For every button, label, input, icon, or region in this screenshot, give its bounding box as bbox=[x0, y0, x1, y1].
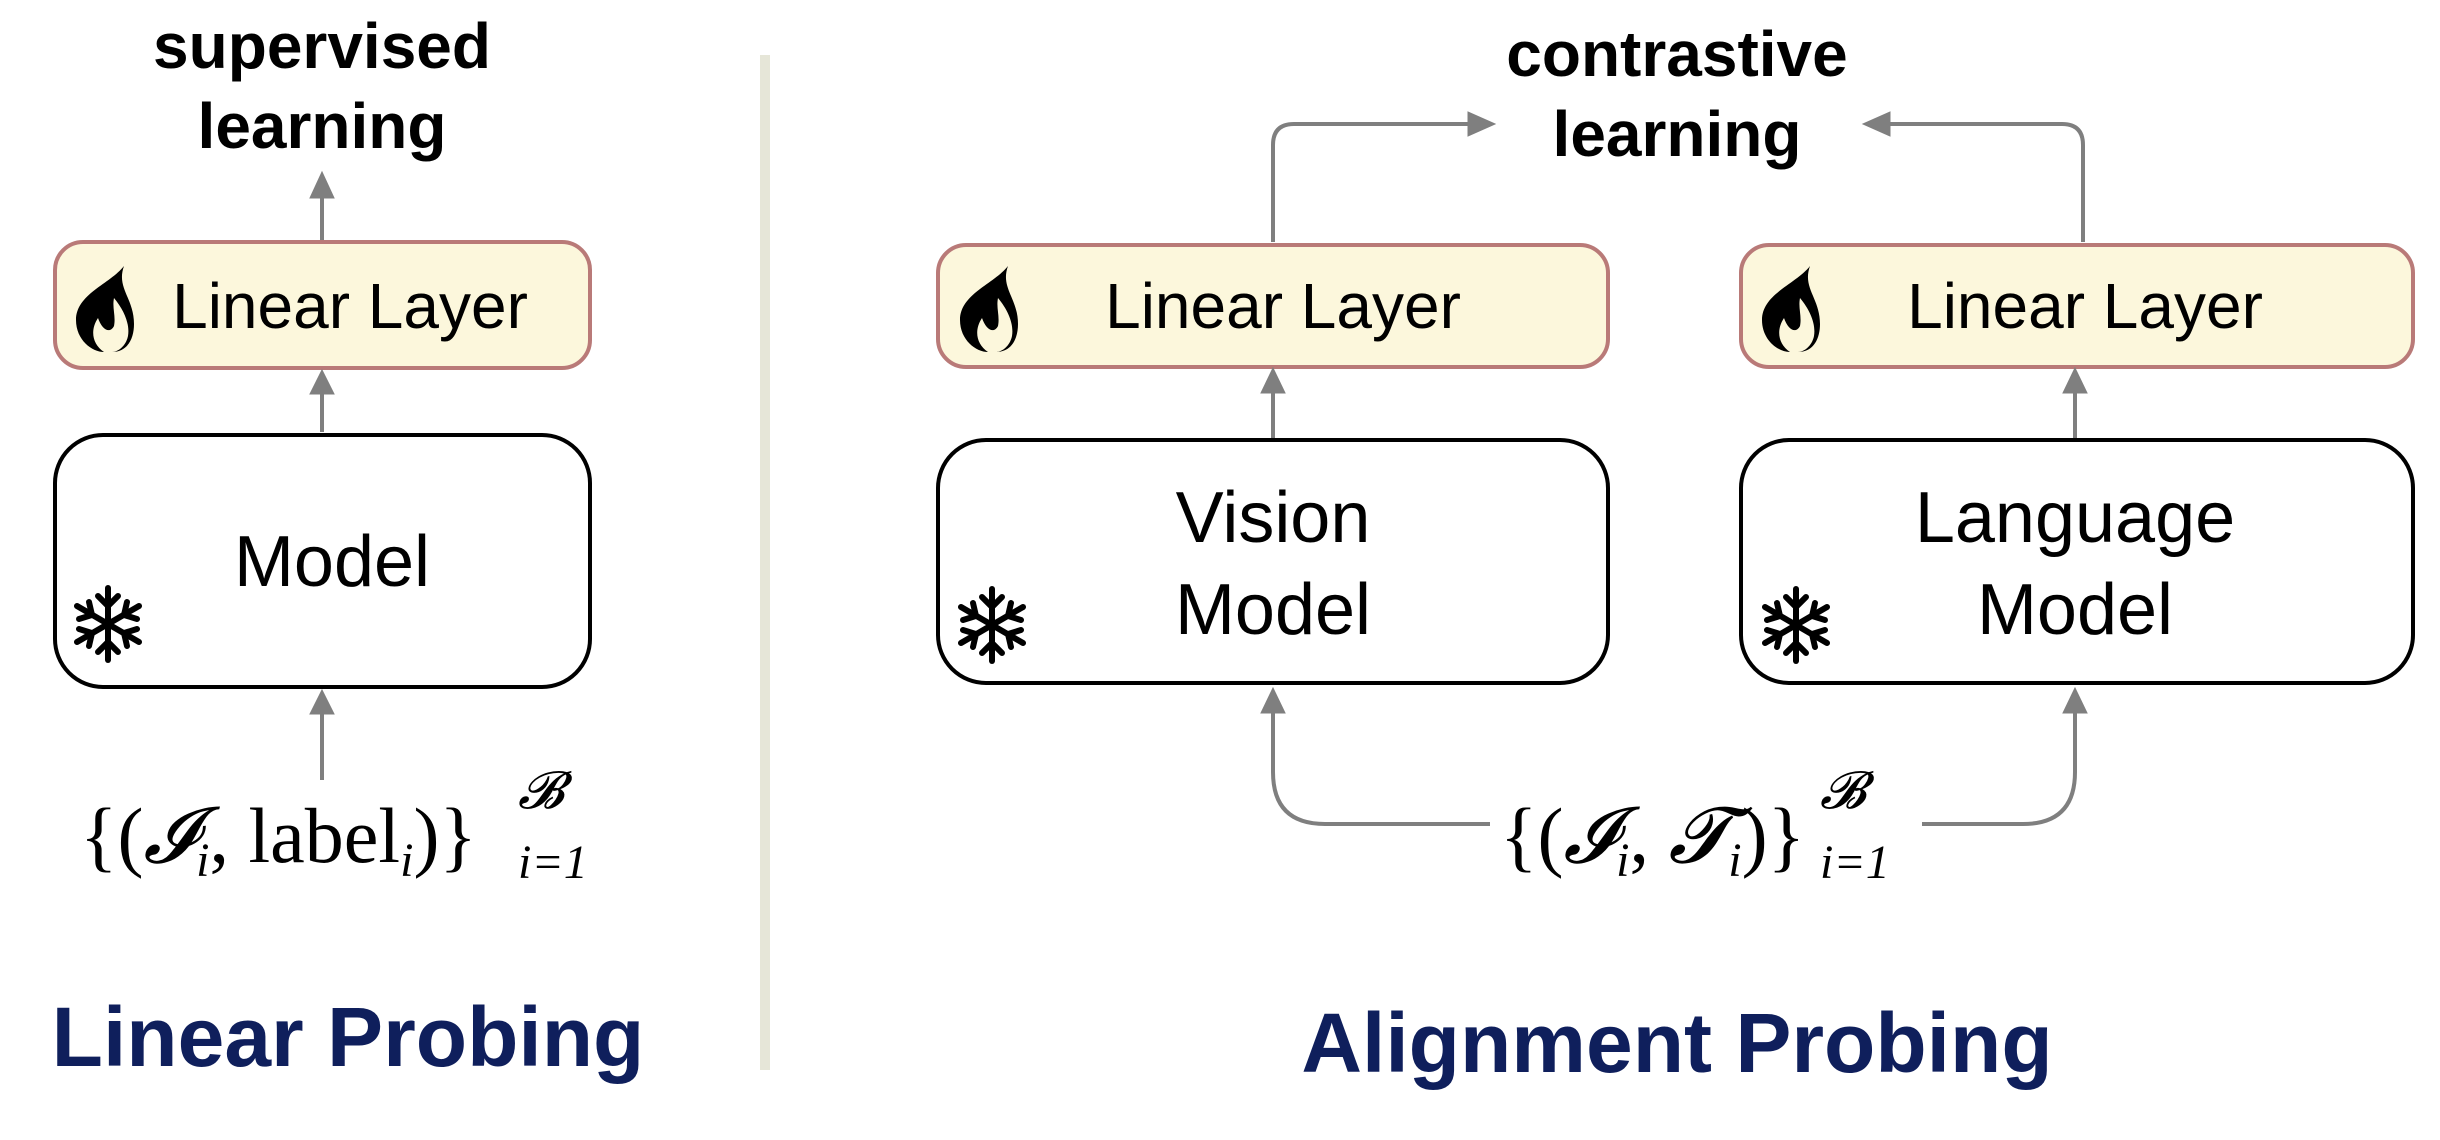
alignment-probing-title: Alignment Probing bbox=[1301, 996, 2052, 1090]
language-model-label-line2: Model bbox=[1977, 570, 2173, 650]
vision-model-label-line2: Model bbox=[1175, 570, 1371, 650]
supervised-learning-heading-line2: learning bbox=[198, 90, 447, 162]
section-divider bbox=[760, 55, 770, 1070]
input-pair-superscript: 𝓑 bbox=[1820, 763, 1875, 820]
arrow-model-to-linear bbox=[309, 368, 335, 432]
model-label: Model bbox=[234, 522, 430, 602]
language-model-label-line1: Language bbox=[1915, 478, 2235, 558]
language-linear-layer-box bbox=[1739, 243, 2415, 369]
arrow-vision-model-to-linear bbox=[1260, 366, 1286, 438]
arrow-linear-to-objective bbox=[309, 170, 335, 240]
vision-linear-layer-label: Linear Layer bbox=[1105, 270, 1461, 342]
linear-layer-label: Linear Layer bbox=[172, 270, 528, 342]
input-set-subscript: i=1 bbox=[518, 836, 588, 889]
linear-layer-box bbox=[53, 240, 592, 370]
contrastive-learning-heading-line2: learning bbox=[1553, 98, 1802, 170]
language-linear-layer-label: Linear Layer bbox=[1907, 270, 2263, 342]
contrastive-learning-heading-line1: contrastive bbox=[1506, 18, 1847, 90]
linear-probing-panel: supervised learning Linear Layer Model {… bbox=[52, 10, 645, 1084]
arrow-language-linear-to-objective bbox=[1861, 111, 2085, 242]
alignment-probing-panel: contrastive learning Linear Layer Linear… bbox=[936, 18, 2415, 1090]
arrow-input-to-model bbox=[309, 688, 335, 780]
arrow-input-to-language-model bbox=[1922, 686, 2088, 826]
input-set-superscript: 𝓑 bbox=[518, 763, 573, 820]
arrow-vision-linear-to-objective bbox=[1271, 111, 1497, 242]
language-model-box bbox=[1739, 438, 2415, 685]
input-set-formula: {(𝓘i, labeli)} bbox=[80, 792, 477, 887]
model-box bbox=[53, 433, 592, 689]
vision-model-label-line1: Vision bbox=[1176, 478, 1371, 558]
arrow-input-to-vision-model bbox=[1260, 686, 1490, 826]
vision-model-box bbox=[936, 438, 1610, 685]
input-pair-subscript: i=1 bbox=[1820, 836, 1890, 889]
linear-probing-title: Linear Probing bbox=[52, 990, 645, 1084]
arrow-language-model-to-linear bbox=[2062, 366, 2088, 438]
supervised-learning-heading-line1: supervised bbox=[153, 10, 491, 82]
input-pair-formula: {(𝓘i, 𝓣i)} bbox=[1500, 792, 1805, 887]
